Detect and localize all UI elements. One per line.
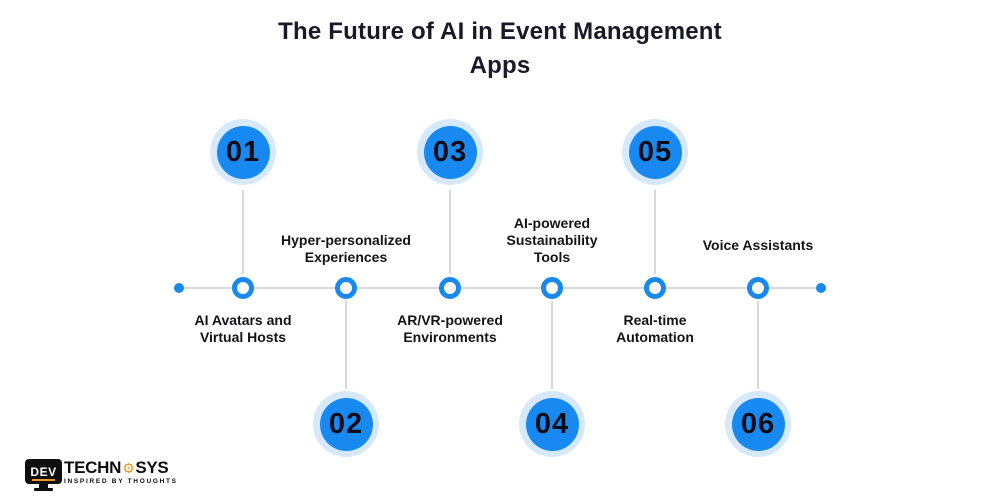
- step-circle-06-inner: 06: [731, 397, 785, 451]
- step-circle-05-inner: 05: [628, 125, 682, 179]
- step-label-02: Hyper-personalized Experiences: [281, 232, 411, 265]
- step-connector-06: [757, 301, 759, 389]
- step-label-04: AI-powered Sustainability Tools: [506, 215, 598, 265]
- step-label-05: Real-time Automation: [616, 312, 694, 345]
- brand-text-block: TECHN ⚙ SYS INSPIRED BY THOUGHTS: [64, 459, 178, 486]
- step-connector-05: [654, 190, 656, 274]
- timeline-end-dot: [816, 283, 826, 293]
- step-circle-02-inner: 02: [319, 397, 373, 451]
- timeline-line: [179, 287, 821, 289]
- step-circle-03-inner: 03: [423, 125, 477, 179]
- monitor-stand: [39, 484, 48, 488]
- step-circle-04-inner: 04: [525, 397, 579, 451]
- timeline-node-01: [232, 277, 254, 299]
- step-label-03: AR/VR-powered Environments: [397, 312, 503, 345]
- timeline-start-dot: [174, 283, 184, 293]
- step-connector-02: [345, 301, 347, 389]
- brand-name-part1: TECHN: [64, 458, 122, 477]
- step-connector-04: [551, 301, 553, 389]
- step-label-01: AI Avatars and Virtual Hosts: [194, 312, 292, 345]
- brand-logo: DEV TECHN ⚙ SYS INSPIRED BY THOUGHTS: [25, 459, 178, 491]
- step-circle-02: 02: [313, 391, 379, 457]
- brand-name: TECHN ⚙ SYS: [64, 459, 178, 477]
- page-title: The Future of AI in Event Management App…: [0, 15, 1000, 83]
- timeline-node-06: [747, 277, 769, 299]
- step-number-05: 05: [637, 135, 673, 168]
- gear-icon: ⚙: [122, 460, 135, 476]
- monitor-icon: DEV: [25, 459, 62, 491]
- brand-tagline: INSPIRED BY THOUGHTS: [64, 478, 178, 485]
- step-circle-01-inner: 01: [216, 125, 270, 179]
- timeline-node-04: [541, 277, 563, 299]
- step-number-06: 06: [740, 407, 776, 440]
- step-circle-05: 05: [622, 119, 688, 185]
- step-circle-04: 04: [519, 391, 585, 457]
- step-circle-06: 06: [725, 391, 791, 457]
- timeline-node-05: [644, 277, 666, 299]
- step-label-06: Voice Assistants: [702, 237, 814, 253]
- brand-name-part2: SYS: [135, 458, 169, 477]
- step-number-04: 04: [534, 407, 570, 440]
- step-number-03: 03: [432, 135, 468, 168]
- step-connector-01: [242, 190, 244, 274]
- monitor-text: DEV: [30, 464, 57, 479]
- step-connector-03: [449, 190, 451, 274]
- timeline-node-02: [335, 277, 357, 299]
- step-number-01: 01: [225, 135, 261, 168]
- step-circle-01: 01: [210, 119, 276, 185]
- page-title-line2: Apps: [469, 52, 531, 79]
- step-circle-03: 03: [417, 119, 483, 185]
- monitor-base: [34, 488, 53, 491]
- timeline-node-03: [439, 277, 461, 299]
- page-title-line1: The Future of AI in Event Management: [278, 18, 722, 45]
- monitor-underline: [32, 479, 55, 481]
- step-number-02: 02: [328, 407, 364, 440]
